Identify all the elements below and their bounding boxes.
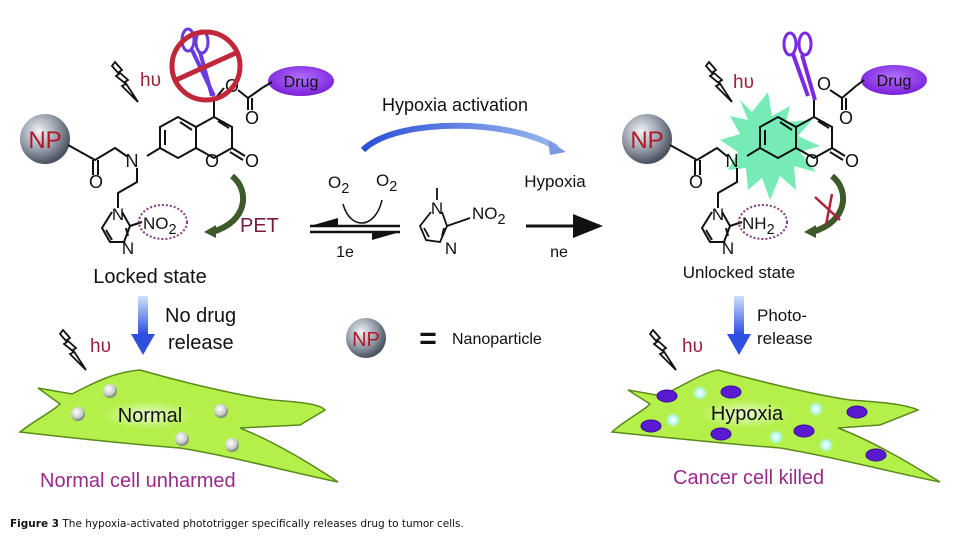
drug-label-left: Drug (284, 74, 319, 91)
legend-np-label: NP (352, 329, 380, 351)
legend-equals: = (419, 322, 437, 355)
hypoxia-activation-arrow-icon (360, 122, 559, 153)
atom-n-imid-r1: N (712, 205, 724, 224)
blocked-cross-icon (814, 193, 841, 226)
atom-n-imid-2: N (122, 239, 134, 258)
drug-bond-right (855, 79, 865, 87)
normal-outcome-label: Normal cell unharmed (40, 470, 236, 492)
blocked-pet-arrow-icon (811, 173, 847, 235)
atom-o-left-carbonyl: O (245, 151, 259, 171)
unlocked-state-label: Unlocked state (683, 263, 795, 282)
drug-left: Drug (268, 66, 334, 96)
lightning-icon-right-bottom (648, 328, 677, 371)
fluorescence-glow (720, 92, 820, 200)
nitro-group-left: NO2 (143, 214, 177, 238)
photo-release-label-line2: release (757, 329, 813, 348)
atom-o-left-ring: O (205, 151, 219, 171)
hv-label-right-top: hυ (733, 72, 754, 93)
locked-state-label: Locked state (93, 266, 206, 288)
lightning-icon-right-top (704, 60, 733, 103)
unlocked-state-molecule: NP N O O O O O N N NH2 Dru (622, 31, 927, 282)
pet-label: PET (240, 215, 279, 237)
scissors-icon (782, 31, 817, 101)
nitroimidazole-structure (418, 188, 471, 243)
drug-label-right: Drug (877, 73, 912, 90)
nitro-group-middle: NO2 (472, 204, 506, 228)
normal-cell: Normal (18, 369, 339, 483)
blocked-scissors-icon (169, 27, 243, 103)
figure-caption-text: The hypoxia-activated phototrigger speci… (59, 518, 464, 530)
hv-label-left-bottom: hυ (90, 336, 111, 357)
lightning-icon-left-bottom (58, 328, 87, 371)
np-label-left: NP (28, 127, 61, 154)
atom-o-right-ester: O (817, 74, 831, 94)
nitro-highlight-circle (138, 204, 188, 240)
hypoxia-activation-label: Hypoxia activation (382, 95, 528, 115)
drug-right: Drug (861, 65, 927, 95)
np-label-right: NP (630, 127, 663, 154)
atom-n-left: N (126, 151, 139, 171)
hv-label-left-top: hυ (140, 70, 161, 91)
legend-nanoparticle: NP = Nanoparticle (346, 318, 542, 358)
atom-o-right-ester-carbonyl: O (839, 108, 853, 128)
atom-n-right: N (726, 151, 739, 171)
n-electron-label: ne (550, 244, 568, 261)
o2-left-label: O2 (328, 173, 349, 197)
nanoparticle-left: NP (20, 114, 70, 164)
normal-cell-label: Normal (118, 405, 182, 427)
nanoparticle-right: NP (622, 114, 672, 164)
drug-bond-left (261, 81, 273, 89)
equilibrium-head-left (310, 218, 338, 226)
atom-o-right-ring: O (805, 151, 819, 171)
left-down-arrow-icon (131, 296, 155, 355)
hypoxia-activation-arrowhead-icon (548, 140, 566, 155)
atom-o-left-amide: O (89, 172, 103, 192)
photo-release-label-line1: Photo- (757, 306, 807, 325)
pet-arrow-icon (211, 173, 247, 235)
locked-state-molecule: NP N O O O O O N N NO (20, 27, 334, 288)
atom-n-mid-1: N (431, 199, 443, 218)
legend-nanoparticle-label: Nanoparticle (452, 331, 542, 348)
hv-label-right-bottom: hυ (682, 336, 703, 357)
atom-n-imid-r2: N (722, 239, 734, 258)
atom-o-right-amide: O (689, 172, 703, 192)
blocked-pet-arrowhead-icon (804, 225, 816, 238)
figure-caption: Figure 3 The hypoxia-activated phototrig… (10, 518, 464, 530)
equilibrium-head-right (372, 232, 400, 240)
atom-o-right-carbonyl: O (845, 151, 859, 171)
cancer-outcome-label: Cancer cell killed (673, 467, 824, 489)
right-down-arrow-icon (727, 296, 751, 355)
o2-right-label: O2 (376, 171, 397, 195)
amine-highlight-circle (738, 204, 788, 240)
hypoxia-cell-label: Hypoxia (711, 403, 784, 425)
cancer-cell: Hypoxia (610, 369, 941, 483)
linker-bonds-left (67, 87, 263, 243)
linker-bonds-right (669, 85, 857, 243)
amine-group-right: NH2 (742, 214, 775, 238)
lightning-icon-left-top (110, 60, 139, 103)
pet-arrowhead-icon (204, 225, 216, 238)
no-drug-label-line1: No drug (165, 305, 236, 327)
no-drug-label-line2: release (168, 332, 234, 354)
figure-caption-label: Figure 3 (10, 518, 60, 530)
atom-o-left-ester-carbonyl: O (245, 108, 259, 128)
atom-n-mid-2: N (445, 239, 457, 258)
o2-cycle-arrow-icon (342, 199, 383, 224)
atom-n-imid-1: N (112, 205, 124, 224)
hypoxia-condition-label: Hypoxia (524, 172, 586, 191)
one-electron-label: 1e (336, 244, 354, 261)
equilibrium-arrows-icon (310, 224, 400, 234)
